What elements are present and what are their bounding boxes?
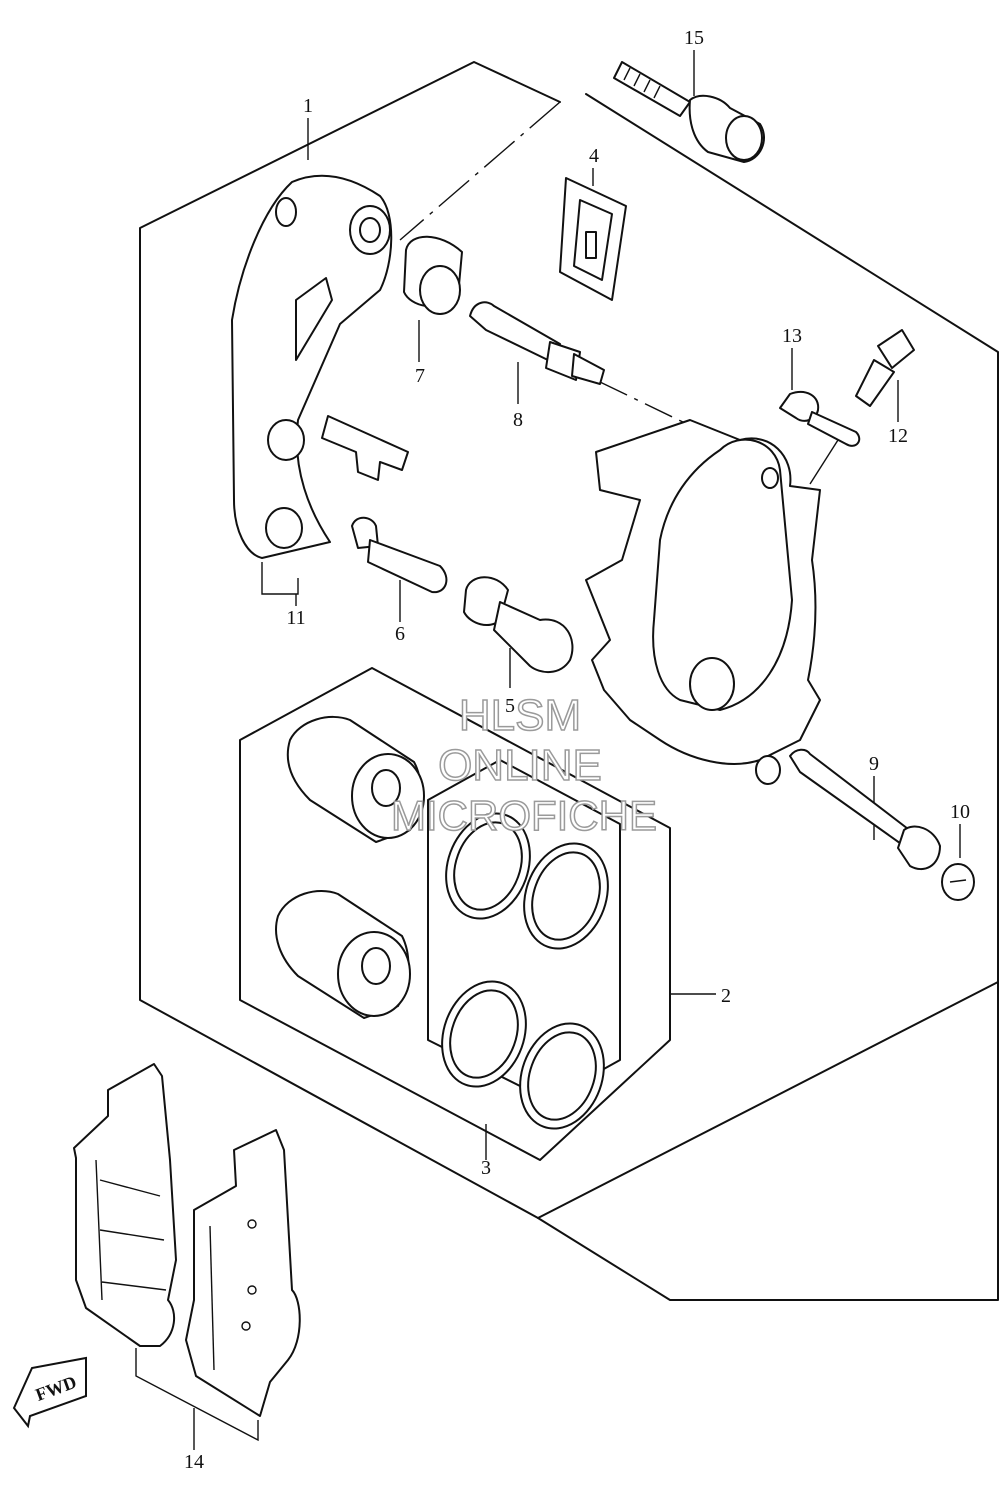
caliper-body — [585, 419, 821, 785]
fwd-arrow-icon: FWD — [12, 1356, 87, 1429]
callout-7: 7 — [415, 365, 425, 387]
pin-bolt-5 — [463, 576, 574, 673]
seal-kit-outline — [239, 667, 671, 1161]
slide-pin-8 — [469, 301, 605, 385]
piston-upper — [286, 715, 425, 843]
bleeder-cap-13 — [779, 391, 861, 447]
callout-9: 9 — [869, 753, 879, 775]
watermark-line-3: MICROFICHE — [391, 792, 657, 839]
pad-retainer-clip — [321, 415, 409, 481]
callout-13: 13 — [782, 325, 802, 347]
callout-2: 2 — [721, 985, 731, 1007]
guide-pin-9 — [789, 748, 941, 871]
cap-10 — [941, 863, 975, 901]
callout-5: 5 — [505, 695, 515, 717]
boot-7 — [403, 235, 463, 315]
pin-6 — [351, 516, 448, 594]
callout-labels: 1 2 3 4 5 6 7 8 9 10 11 12 13 14 15 — [184, 27, 970, 1473]
callout-6: 6 — [395, 623, 405, 645]
callout-12: 12 — [888, 425, 908, 447]
watermark: HLSM ONLINE MICROFICHE — [390, 690, 658, 840]
callout-3: 3 — [481, 1157, 491, 1179]
bolt-15 — [613, 61, 765, 163]
piston-lower — [275, 890, 411, 1019]
pad-spring-4 — [559, 177, 627, 301]
brake-pads-14 — [73, 1063, 301, 1417]
caliper-assembly-outline — [139, 61, 999, 1301]
callout-1: 1 — [303, 95, 313, 117]
callout-8: 8 — [513, 409, 523, 431]
bleeder-screw-12 — [855, 329, 915, 407]
callout-15: 15 — [684, 27, 704, 49]
callout-10: 10 — [950, 801, 970, 823]
seal-rings — [441, 812, 609, 1130]
caliper-bracket-11 — [231, 174, 393, 559]
watermark-line-2: ONLINE — [438, 741, 602, 790]
callout-11: 11 — [286, 607, 305, 629]
callout-14: 14 — [184, 1451, 204, 1473]
callout-4: 4 — [589, 145, 599, 167]
watermark-line-1: HLSM — [459, 691, 581, 740]
piston-seal-outline — [427, 759, 621, 1101]
